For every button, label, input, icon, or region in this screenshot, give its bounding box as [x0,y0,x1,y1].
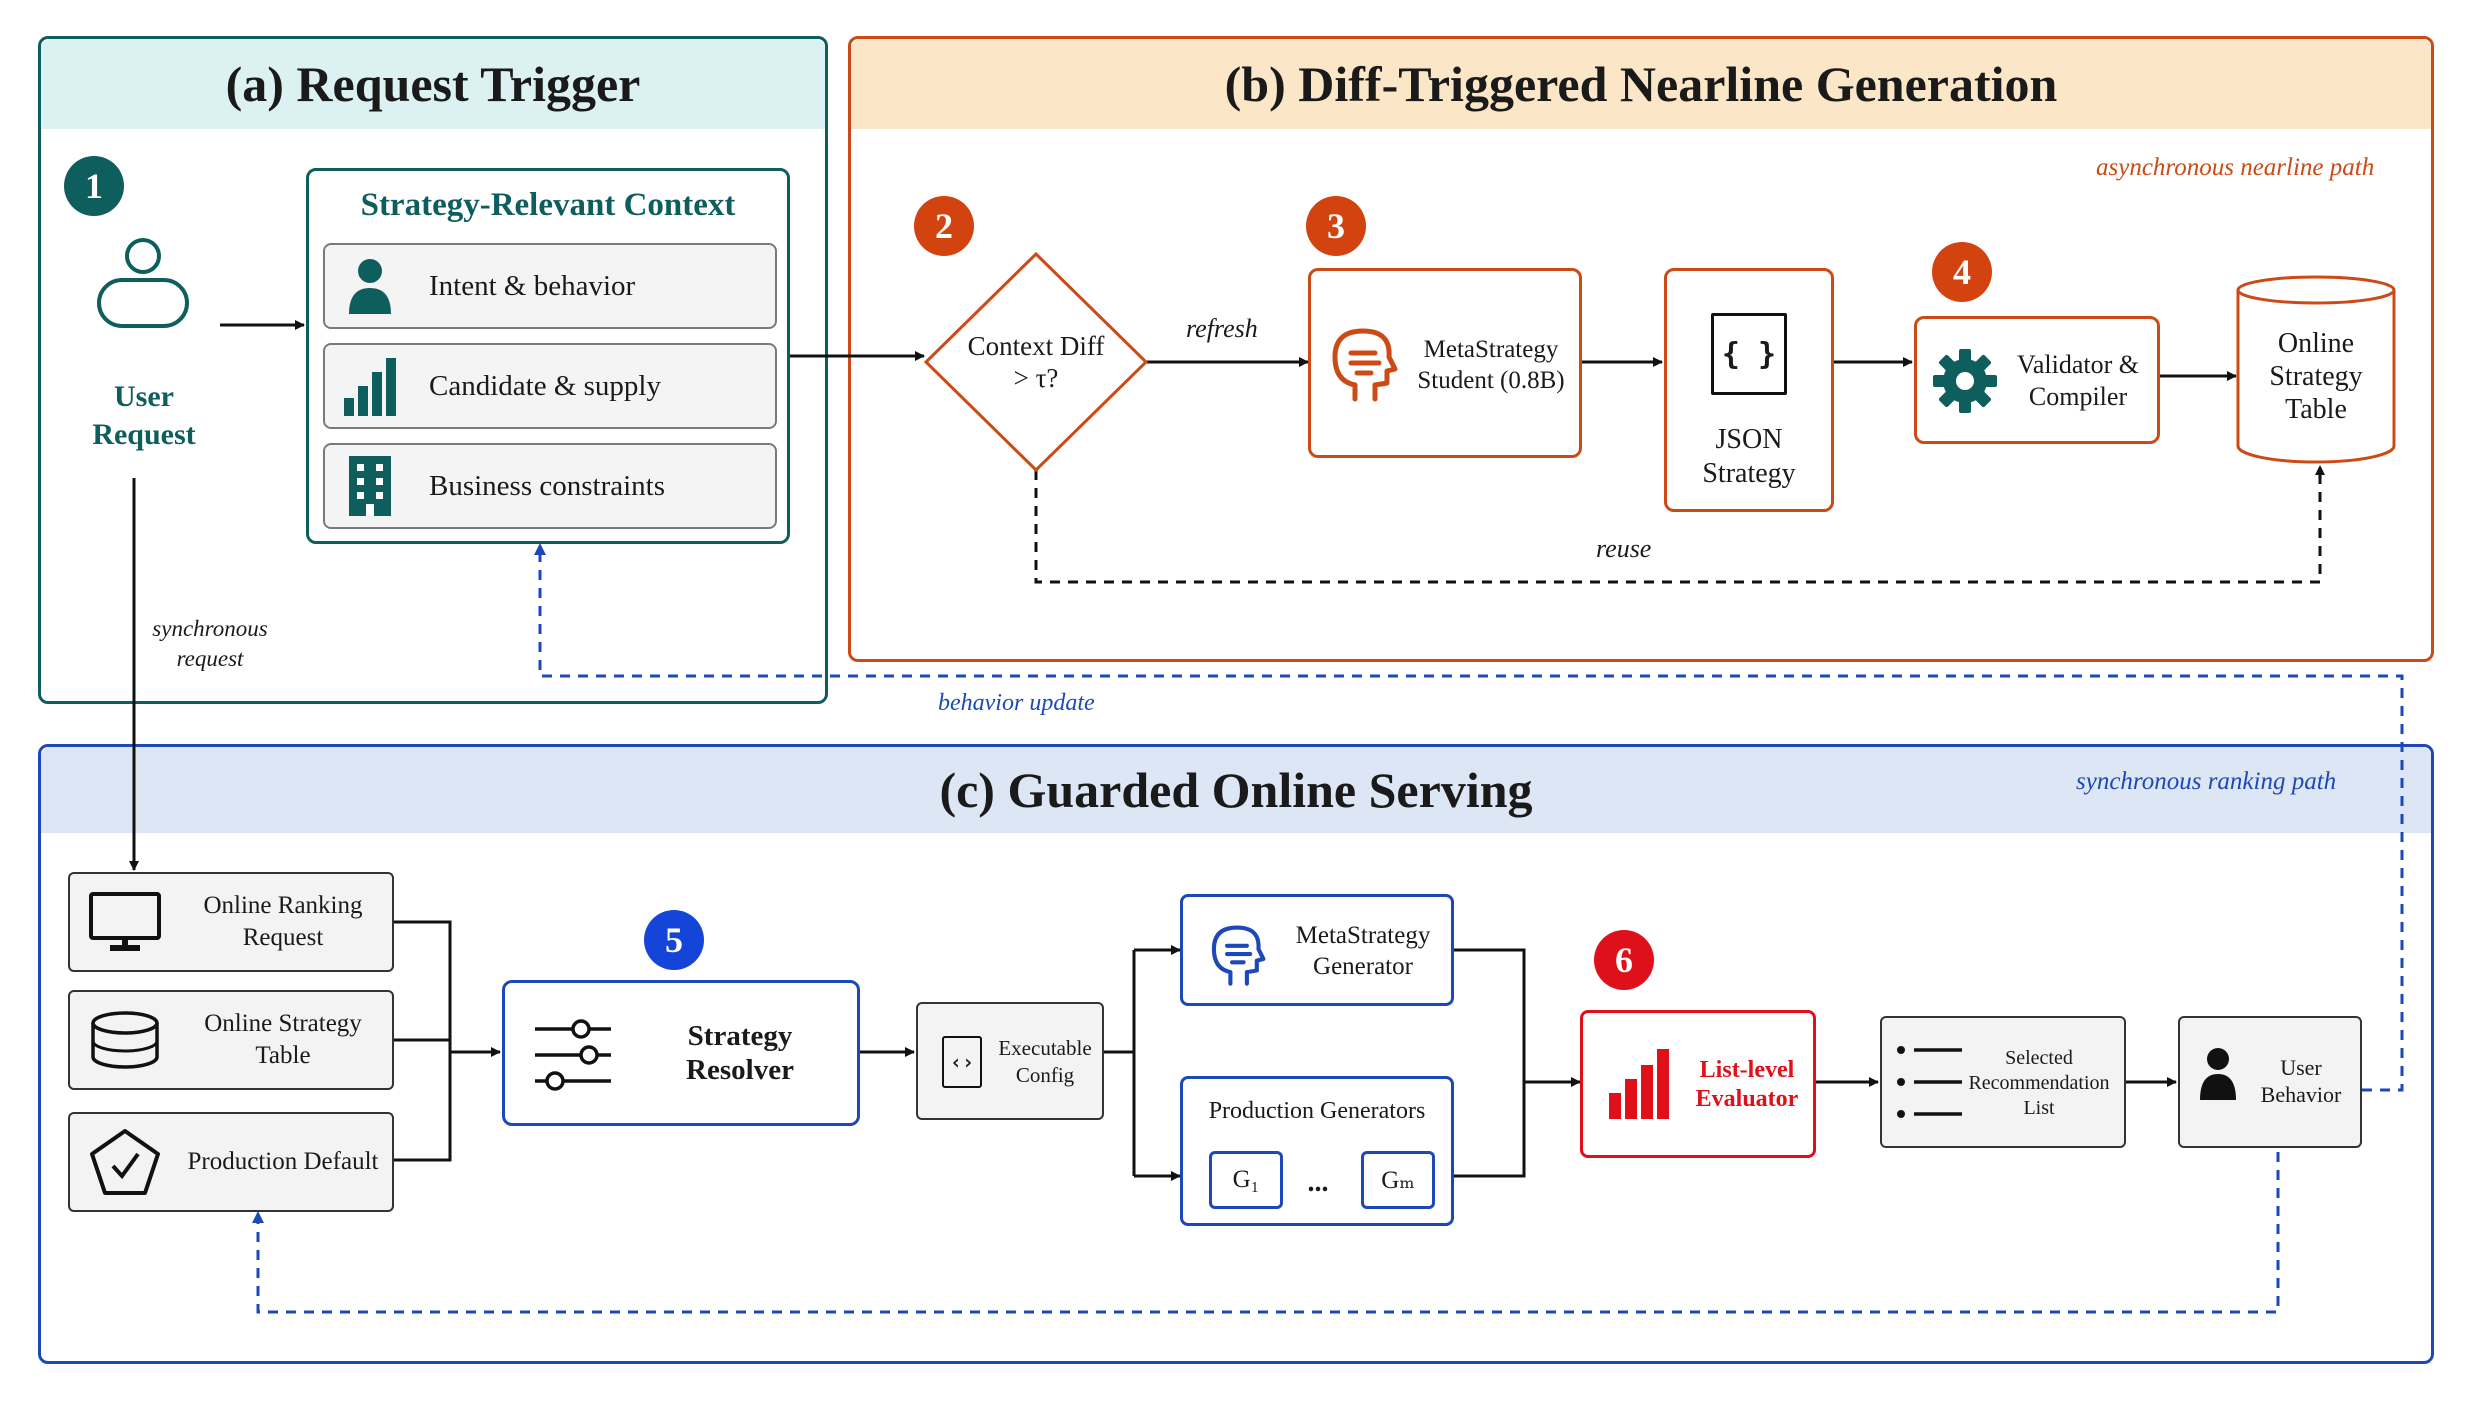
generator-gm: Gₘ [1361,1151,1435,1209]
metastrategy-generator: MetaStrategy Generator [1180,894,1454,1006]
panel-a-title: (a) Request Trigger [41,39,825,129]
source-label: Online Strategy Table [204,1010,362,1069]
arrow-default-feedback [252,1152,2280,1314]
context-item-label: Business constraints [429,469,666,502]
executable-config: ‹› Executable Config [916,1002,1104,1120]
red-bar-chart-icon [1609,1049,1669,1119]
arrow-behavior-update [534,543,2404,1092]
online-ranking-request: Online Ranking Request [68,872,394,972]
step-badge-2: 2 [914,196,974,256]
strategy-table-label: Online Strategy Table [2269,327,2363,425]
brain-head-icon [1332,328,1398,402]
strategy-resolver: Strategy Resolver [502,980,860,1126]
step-badge-5: 5 [644,910,704,970]
context-item-label: Intent & behavior [429,269,636,302]
user-behavior: User Behavior [2178,1016,2362,1148]
json-braces-icon: { } [1711,313,1787,395]
production-generators: Production Generators G₁ ... Gₘ [1180,1076,1454,1226]
building-icon [349,456,391,516]
panel-c-title: (c) Guarded Online Serving [41,747,2431,833]
gear-icon [1933,349,1997,413]
metastrategy-student: MetaStrategy Student (0.8B) [1308,268,1582,458]
step-badge-6: 6 [1594,930,1654,990]
context-item-candidate: Candidate & supply [323,343,777,429]
context-diff-check: Context Diff > τ? [967,331,1105,393]
sync-request-note: synchronous request [152,616,268,671]
panel-nearline-generation: (b) Diff-Triggered Nearline Generation [848,36,2434,662]
evaluator-label: List-level Evaluator [1695,1057,1799,1112]
json-strategy-label: JSON Strategy [1702,424,1796,489]
selected-list-label: Selected Recommendation List [1968,1046,2110,1119]
generator-ellipsis: ... [1307,1167,1329,1198]
context-item-label: Candidate & supply [429,369,661,402]
generator-g1: G₁ [1209,1151,1283,1209]
async-path-note: asynchronous nearline path [2096,154,2375,181]
split-config [1104,950,1136,1176]
cylinder-icon [2236,275,2396,464]
source-label: Online Ranking Request [203,892,363,951]
list-level-evaluator: List-level Evaluator [1580,1010,1816,1158]
step-badge-4: 4 [1932,242,1992,302]
merge-sources [394,920,452,1162]
production-default: Production Default [68,1112,394,1212]
cylinder-icon [91,1011,159,1069]
merge-generators [1454,948,1526,1178]
context-title: Strategy-Relevant Context [360,186,736,223]
monitor-icon [89,892,161,951]
reuse-label: reuse [1596,534,1652,563]
bar-chart-icon [344,358,396,416]
code-icon: ‹› [942,1036,982,1088]
online-strategy-table-source: Online Strategy Table [68,990,394,1090]
validator-compiler: Validator & Compiler [1914,316,2160,444]
resolver-label: Strategy Resolver [686,1020,794,1086]
arrow-reuse [1034,465,2325,584]
decision-diamond [923,251,1149,473]
user-outline-icon [97,238,189,328]
behavior-update-note: behavior update [938,690,1095,716]
step-badge-1: 1 [64,156,124,216]
person-icon [2200,1048,2236,1100]
step-badge-3: 3 [1306,196,1366,256]
selected-recommendation-list: Selected Recommendation List [1880,1016,2126,1148]
validator-label: Validator & Compiler [2016,350,2140,411]
context-item-constraints: Business constraints [323,443,777,529]
sync-path-note: synchronous ranking path [2076,768,2337,795]
pentagon-check-icon [90,1129,160,1195]
brain-head-icon [1211,925,1266,986]
exec-config-label: Executable Config [998,1036,1092,1087]
person-icon [349,259,391,314]
student-label: MetaStrategy Student (0.8B) [1417,336,1565,394]
refresh-label: refresh [1186,314,1258,343]
strategy-relevant-context: Strategy-Relevant Context Intent & behav… [306,168,790,544]
generator-label: MetaStrategy Generator [1295,922,1431,980]
context-item-intent: Intent & behavior [323,243,777,329]
panel-b-title: (b) Diff-Triggered Nearline Generation [851,39,2431,129]
user-behavior-label: User Behavior [2260,1055,2342,1107]
source-label: Production Default [187,1148,379,1175]
list-icon [1897,1046,1962,1118]
production-generators-label: Production Generators [1208,1097,1426,1124]
user-request-label: User Request [92,380,196,451]
sliders-icon [535,1019,611,1091]
json-strategy: { } JSON Strategy [1664,268,1834,512]
